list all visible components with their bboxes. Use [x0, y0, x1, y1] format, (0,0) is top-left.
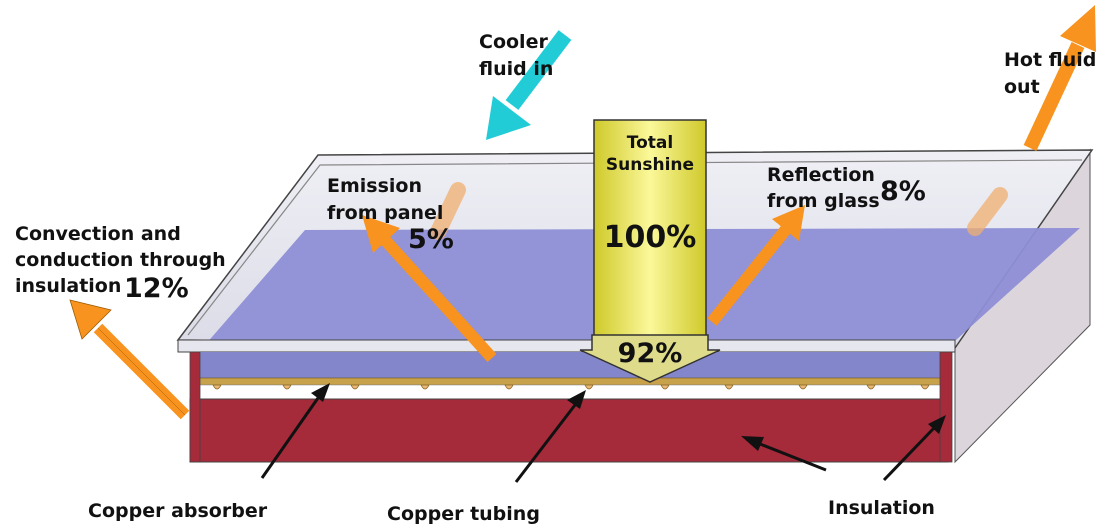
total-sunshine-title-1: Total	[627, 133, 673, 153]
insulation-pointer-left	[741, 436, 827, 472]
copper-tube	[920, 384, 930, 390]
pointer-lines	[260, 383, 946, 483]
reflection-label-1: Reflection	[767, 164, 875, 186]
absorbed-arrow: 92%	[579, 334, 721, 383]
copper-tube	[584, 384, 594, 390]
insulation-label: Insulation	[828, 497, 935, 519]
convection-label-2: conduction through	[15, 249, 226, 271]
convection-label-3: insulation	[15, 275, 121, 297]
emission-label-2: from panel	[327, 202, 443, 224]
glass-frame-edge	[187, 159, 1083, 336]
glass-rim	[177, 339, 956, 353]
insulation-left-edge	[189, 351, 201, 463]
insulation-pointer-right	[882, 415, 946, 482]
total-sunshine-title-2: Sunshine	[606, 155, 694, 175]
copper-tube	[350, 384, 360, 390]
copper-tubing-label: Copper tubing	[387, 503, 540, 525]
hot-fluid-arrow	[1023, 5, 1096, 151]
reflection-percent: 8%	[880, 176, 926, 207]
convection-label-1: Convection and	[15, 223, 181, 245]
total-sunshine-box: Total Sunshine 100%	[593, 119, 707, 339]
emission-percent: 5%	[408, 224, 454, 255]
copper-tube	[212, 384, 222, 390]
tube-ghost-left	[430, 182, 466, 240]
copper-tube	[866, 384, 876, 390]
copper-tube	[504, 384, 514, 390]
copper-tube	[420, 384, 430, 390]
cold-fluid-arrow	[486, 30, 572, 140]
copper-tube	[660, 384, 670, 390]
reflection-arrow	[707, 205, 805, 326]
emission-arrow	[362, 215, 497, 363]
labels: Cooler fluid in Hot fluid out Emission f…	[15, 31, 1096, 525]
insulation-right-edge	[939, 351, 953, 463]
copper-tube	[798, 384, 808, 390]
copper-tube	[724, 384, 734, 390]
copper-absorber-strip	[194, 377, 948, 386]
copper-absorber-pointer	[260, 383, 330, 479]
arrows	[69, 5, 1096, 420]
emission-label-1: Emission	[327, 175, 422, 197]
cooler-fluid-label-1: Cooler	[479, 31, 548, 53]
copper-tubing-pointer	[514, 390, 586, 483]
plate-edge	[195, 352, 947, 378]
copper-absorber-label: Copper absorber	[88, 500, 268, 522]
tube-ghosts	[430, 182, 1008, 240]
insulation-block	[189, 398, 949, 463]
hot-fluid-label-1: Hot fluid	[1004, 49, 1096, 71]
copper-tube	[282, 384, 292, 390]
tubing-gap	[194, 384, 948, 400]
cooler-fluid-label-2: fluid in	[479, 58, 553, 80]
convection-percent: 12%	[124, 273, 189, 304]
absorbed-percent: 92%	[618, 338, 683, 369]
copper-tubes	[212, 384, 930, 390]
hot-fluid-label-2: out	[1004, 76, 1040, 98]
reflection-label-2: from glass	[767, 190, 880, 212]
convection-arrow	[69, 299, 190, 420]
tube-ghost-right	[967, 187, 1008, 236]
total-sunshine-percent: 100%	[604, 220, 697, 255]
